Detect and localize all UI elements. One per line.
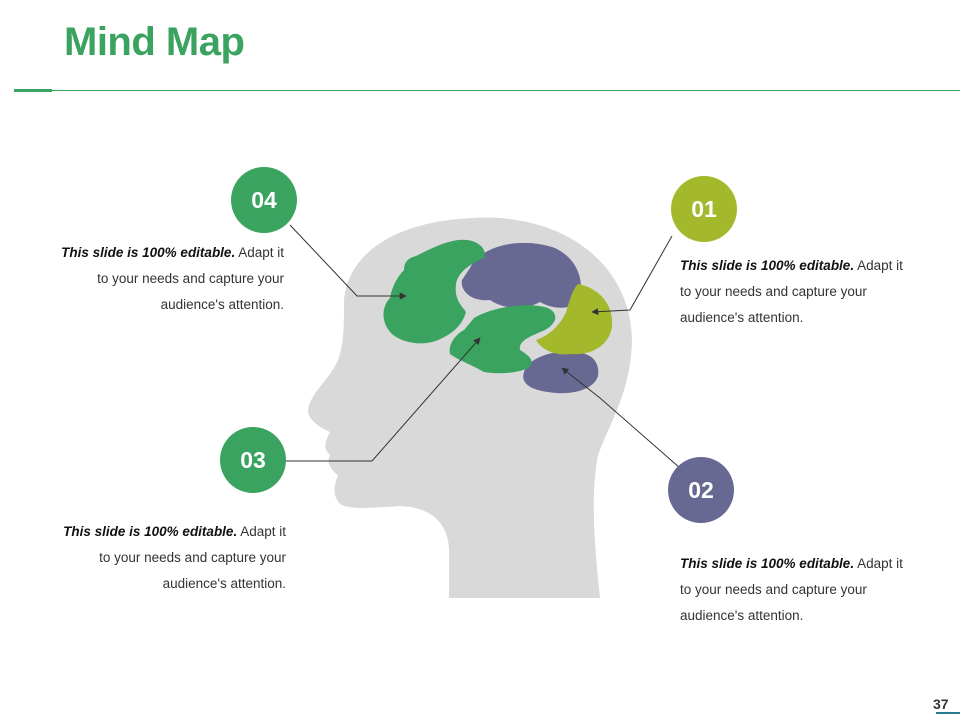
connector-01	[591, 235, 673, 316]
text-04-bold: This slide is 100% editable.	[61, 245, 236, 260]
text-block-03: This slide is 100% editable. Adapt it to…	[50, 519, 286, 597]
text-02-bold: This slide is 100% editable.	[680, 556, 855, 571]
title-divider-accent	[14, 89, 52, 92]
text-block-04: This slide is 100% editable. Adapt it to…	[48, 240, 284, 318]
text-02-body: Adapt it to your needs and capture your …	[680, 556, 903, 623]
brain-lobe-purple-bottom	[523, 351, 599, 394]
slide-title: Mind Map	[64, 20, 245, 64]
brain-lobe-purple-top	[461, 242, 581, 308]
text-04-body: Adapt it to your needs and capture your …	[97, 245, 284, 312]
connector-04	[289, 224, 407, 300]
text-block-01: This slide is 100% editable. Adapt it to…	[680, 253, 916, 331]
brain-lobe-green-middle	[449, 305, 556, 374]
connector-03	[286, 337, 481, 462]
connector-02	[561, 367, 681, 469]
badge-04: 04	[231, 167, 297, 233]
text-01-bold: This slide is 100% editable.	[680, 258, 855, 273]
title-divider	[14, 90, 960, 91]
page-number: 37	[933, 696, 949, 712]
text-03-body: Adapt it to your needs and capture your …	[99, 524, 286, 591]
text-01-body: Adapt it to your needs and capture your …	[680, 258, 903, 325]
badge-01: 01	[671, 176, 737, 242]
brain-lobe-green-left	[383, 239, 485, 344]
text-03-bold: This slide is 100% editable.	[63, 524, 238, 539]
badge-02: 02	[668, 457, 734, 523]
page-number-underline	[936, 712, 960, 714]
badge-03: 03	[220, 427, 286, 493]
text-block-02: This slide is 100% editable. Adapt it to…	[680, 551, 916, 629]
brain-lobe-lime	[536, 284, 613, 355]
